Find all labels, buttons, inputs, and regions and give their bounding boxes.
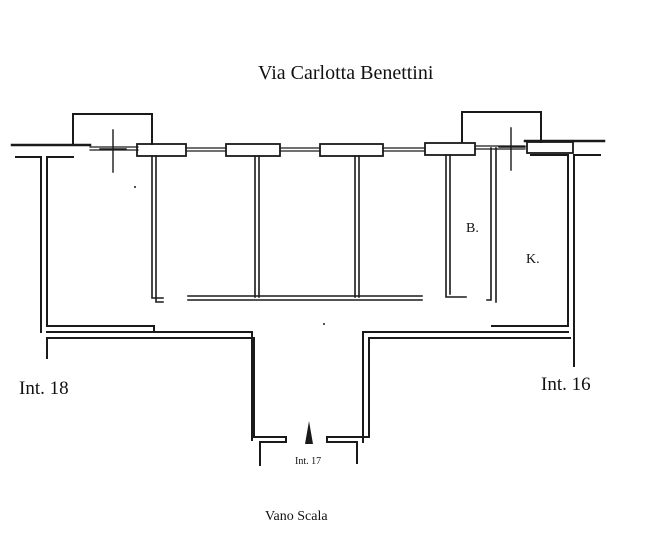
partition-1	[151, 155, 164, 303]
partition-5	[486, 147, 497, 303]
balcony-right	[461, 111, 542, 143]
wall-stair-left	[46, 331, 253, 441]
dot-mark	[134, 186, 136, 188]
door-marker-right	[498, 127, 526, 171]
facade-piers	[136, 141, 574, 157]
partition-2	[254, 155, 260, 298]
partition-3	[354, 155, 360, 298]
wall-lower-right	[362, 325, 569, 333]
wall-lower-left-inner	[48, 337, 287, 466]
room-label-bathroom: B.	[466, 221, 479, 236]
dot-mark	[323, 323, 325, 325]
door-marker-left	[99, 129, 127, 173]
corridor-wall	[187, 295, 423, 301]
stairwell-label: Vano Scala	[265, 509, 328, 524]
windows	[89, 145, 526, 152]
unit-label-left: Int. 18	[19, 378, 69, 399]
partition-4	[445, 154, 467, 298]
balcony-left	[72, 113, 153, 145]
wall-lower-right-inner	[326, 337, 571, 464]
unit-label-center: Int. 17	[295, 456, 322, 467]
entrance-arrow-icon	[305, 421, 313, 444]
room-label-kitchen: K.	[526, 252, 540, 267]
unit-label-right: Int. 16	[541, 374, 591, 395]
street-name-label: Via Carlotta Benettini	[258, 62, 434, 84]
wall-left-exterior	[15, 156, 155, 333]
